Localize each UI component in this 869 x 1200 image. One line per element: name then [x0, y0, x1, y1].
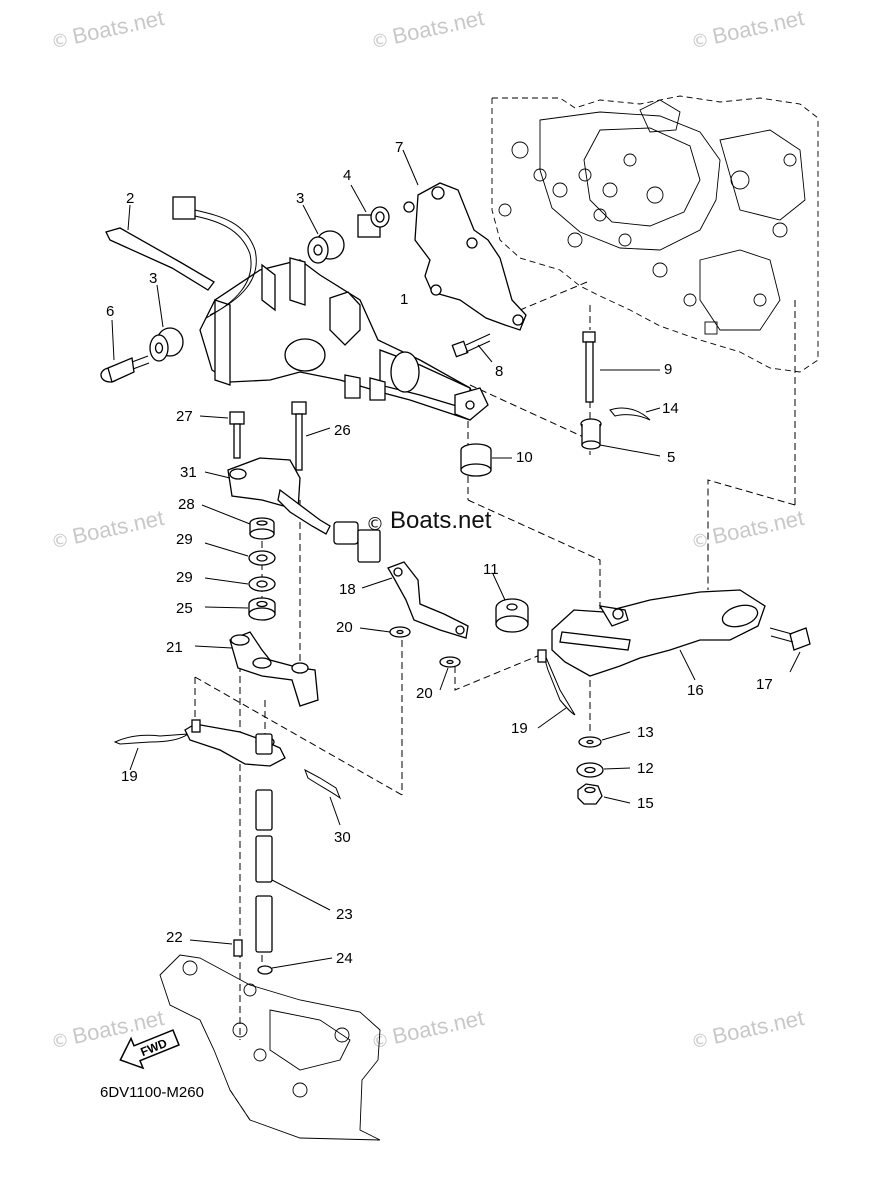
- callout-8: 8: [495, 363, 503, 380]
- watermark-copyright: ©: [689, 29, 711, 53]
- washer-20a: [359, 626, 411, 638]
- callout-labels: 1 2 3 3 4 5 6 7 8 9 10 11 12 13 14 15 16…: [106, 139, 773, 967]
- bushing-28: [201, 504, 275, 540]
- callout-16: 16: [687, 682, 704, 699]
- center-watermark: © Boats.net: [366, 507, 492, 535]
- callout-3: 3: [149, 270, 157, 287]
- lower-casing-outline: [159, 954, 381, 1141]
- callout-24: 24: [336, 950, 353, 967]
- watermark-copyright: ©: [369, 1029, 391, 1053]
- watermark-copyright: ©: [49, 529, 71, 553]
- bolt-17: [769, 627, 811, 673]
- nut-15: [577, 783, 631, 805]
- cable-tie: [105, 204, 215, 291]
- callout-29: 29: [176, 569, 193, 586]
- callout-21: 21: [166, 639, 183, 656]
- collar: [350, 184, 390, 238]
- wire-harness: [172, 196, 257, 319]
- bolt-27: [199, 411, 245, 459]
- oring-24: [257, 957, 333, 975]
- clip-30: [304, 768, 342, 826]
- callout-11: 11: [483, 561, 499, 578]
- watermark-copyright: ©: [689, 1029, 711, 1053]
- watermark: Boats.net: [710, 505, 806, 549]
- watermark-copyright: ©: [49, 29, 71, 53]
- callout-12: 12: [637, 760, 654, 777]
- callout-20: 20: [336, 619, 353, 636]
- bushing-10: [460, 443, 512, 477]
- diagram-code: 6DV1100-M260: [100, 1084, 204, 1101]
- bolt-26: [291, 401, 331, 471]
- shift-sensor: [204, 457, 381, 563]
- callout-1: 1: [400, 291, 408, 308]
- center-watermark-copyright: ©: [366, 514, 384, 535]
- shift-rod-assembly: [199, 257, 489, 421]
- watermark-copyright: ©: [689, 529, 711, 553]
- engine-block-outline: [491, 95, 819, 373]
- watermark: Boats.net: [710, 1005, 806, 1049]
- washer-29a: [204, 542, 276, 566]
- grommet-lower: [149, 284, 184, 362]
- washer-29b: [204, 576, 276, 592]
- grommet-upper: [302, 204, 345, 264]
- callout-20: 20: [416, 685, 433, 702]
- center-watermark-text: Boats.net: [390, 507, 492, 534]
- shift-bracket: [402, 149, 527, 331]
- callout-4: 4: [343, 167, 351, 184]
- washer-20b: [439, 656, 461, 691]
- clip-19-right: [537, 649, 576, 729]
- clip-19-left: [113, 733, 190, 771]
- callout-18: 18: [339, 581, 356, 598]
- bushing-11: [492, 573, 529, 633]
- watermark: Boats.net: [390, 5, 486, 49]
- callout-17: 17: [756, 676, 773, 693]
- watermark-copyright: ©: [369, 29, 391, 53]
- callout-19: 19: [121, 768, 138, 785]
- washer-12: [576, 762, 631, 778]
- callout-14: 14: [662, 400, 679, 417]
- callout-6: 6: [106, 303, 114, 320]
- callout-29: 29: [176, 531, 193, 548]
- washer-13: [578, 731, 631, 748]
- callout-13: 13: [637, 724, 654, 741]
- callout-23: 23: [336, 906, 353, 923]
- shift-rod-23: [255, 733, 331, 953]
- bushing-5: [580, 418, 661, 457]
- callout-26: 26: [334, 422, 351, 439]
- callout-25: 25: [176, 600, 193, 617]
- callout-3: 3: [296, 190, 304, 207]
- watermark-copyright: ©: [49, 1029, 71, 1053]
- callout-27: 27: [176, 408, 193, 425]
- shift-lever-21: [194, 631, 319, 707]
- watermark: Boats.net: [70, 5, 166, 49]
- callout-10: 10: [516, 449, 533, 466]
- pin-22: [189, 939, 243, 957]
- callout-9: 9: [664, 361, 672, 378]
- bolt-9: [582, 331, 660, 403]
- callout-2: 2: [126, 190, 134, 207]
- bolt-8: [451, 333, 493, 363]
- callout-31: 31: [180, 464, 197, 481]
- assembly-lines: [194, 281, 796, 1040]
- watermark: Boats.net: [390, 1005, 486, 1049]
- bolt-6: [100, 319, 150, 383]
- shift-arm-16: [551, 589, 766, 681]
- watermark: Boats.net: [70, 505, 166, 549]
- callout-19: 19: [511, 720, 528, 737]
- watermark: Boats.net: [710, 5, 806, 49]
- callout-30: 30: [334, 829, 351, 846]
- clip-14: [609, 407, 661, 421]
- callout-7: 7: [395, 139, 403, 156]
- bushing-25: [204, 597, 276, 621]
- callout-22: 22: [166, 929, 183, 946]
- callout-28: 28: [178, 496, 195, 513]
- callout-15: 15: [637, 795, 654, 812]
- callout-5: 5: [667, 449, 675, 466]
- link-18: [361, 561, 469, 639]
